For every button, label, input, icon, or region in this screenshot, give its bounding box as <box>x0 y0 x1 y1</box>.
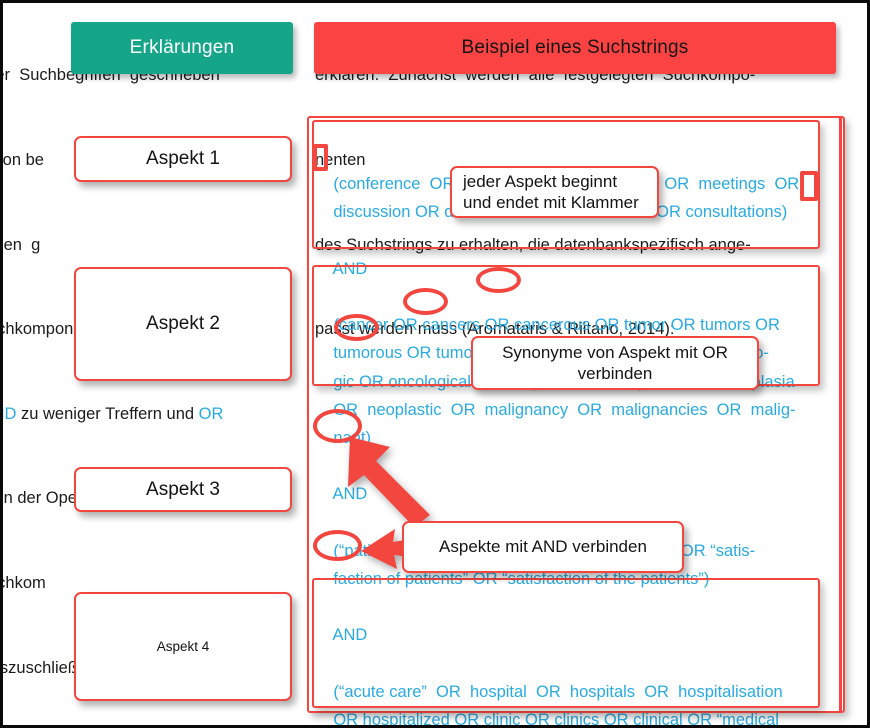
search-line: OR hospitalized OR clinic OR clinics OR … <box>333 711 779 728</box>
callout-and-hinweis: Aspekte mit AND verbinden <box>402 521 684 573</box>
or-operator-circle-2 <box>403 288 448 315</box>
opening-parenthesis-marker <box>313 144 328 171</box>
keyword-and: AND <box>3 404 17 423</box>
search-line: OR neoplastic OR malignancy OR malignanc… <box>333 400 796 419</box>
arrow-to-first-and-icon <box>348 435 434 527</box>
spacer-line <box>333 514 338 532</box>
keyword-or: OR <box>198 404 224 423</box>
spacer-line <box>333 598 338 616</box>
section-header-beispiel-suchstring: Beispiel eines Suchstrings <box>314 22 836 74</box>
spacer-line <box>333 457 338 475</box>
doc-line: des Suchstrings zu erhalten, die datenba… <box>315 235 751 254</box>
column-separator-rule <box>839 116 842 713</box>
doc-line-with-keywords: AND zu weniger Treffern und OR <box>3 400 307 428</box>
and-operator-circle-1 <box>313 409 362 443</box>
operator-and-1: AND <box>332 259 368 278</box>
operator-and-3: AND <box>332 626 368 645</box>
callout-line: und endet mit Klammer <box>463 193 639 212</box>
callout-klammer-hinweis: jeder Aspekt beginnt und endet mit Klamm… <box>450 166 659 218</box>
callout-aspekt-2: Aspekt 2 <box>74 267 292 381</box>
or-operator-circle-1 <box>476 267 521 293</box>
closing-parenthesis-marker <box>800 171 818 201</box>
callout-line: jeder Aspekt beginnt <box>463 172 618 191</box>
section-header-erklaerungen: Erklärungen <box>71 22 293 74</box>
callout-aspekt-4: Aspekt 4 <box>74 592 292 701</box>
spacer-line <box>333 655 338 673</box>
callout-synonyme-hinweis: Synonyme von Aspekt mit OR verbinden <box>471 336 759 390</box>
arrow-to-second-and-icon <box>361 525 423 569</box>
or-operator-circle-3 <box>334 314 379 341</box>
search-line: (cancer OR cancers OR cancerous OR tumor… <box>333 316 780 335</box>
operator-and-2: AND <box>332 485 368 504</box>
spacer-line <box>333 288 338 306</box>
search-line: (“acute care” OR hospital OR hospitals O… <box>333 682 783 701</box>
callout-line: Synonyme von Aspekt mit OR <box>502 343 728 362</box>
doc-line: tionen g <box>3 235 41 254</box>
and-operator-circle-2 <box>313 530 362 561</box>
doc-line: Suchkom <box>3 574 46 593</box>
callout-aspekt-1: Aspekt 1 <box>74 136 292 182</box>
callout-line: verbinden <box>577 364 653 383</box>
spacer-line <box>333 232 338 250</box>
doc-line: kation be <box>0 151 44 170</box>
callout-aspekt-3: Aspekt 3 <box>74 467 292 512</box>
